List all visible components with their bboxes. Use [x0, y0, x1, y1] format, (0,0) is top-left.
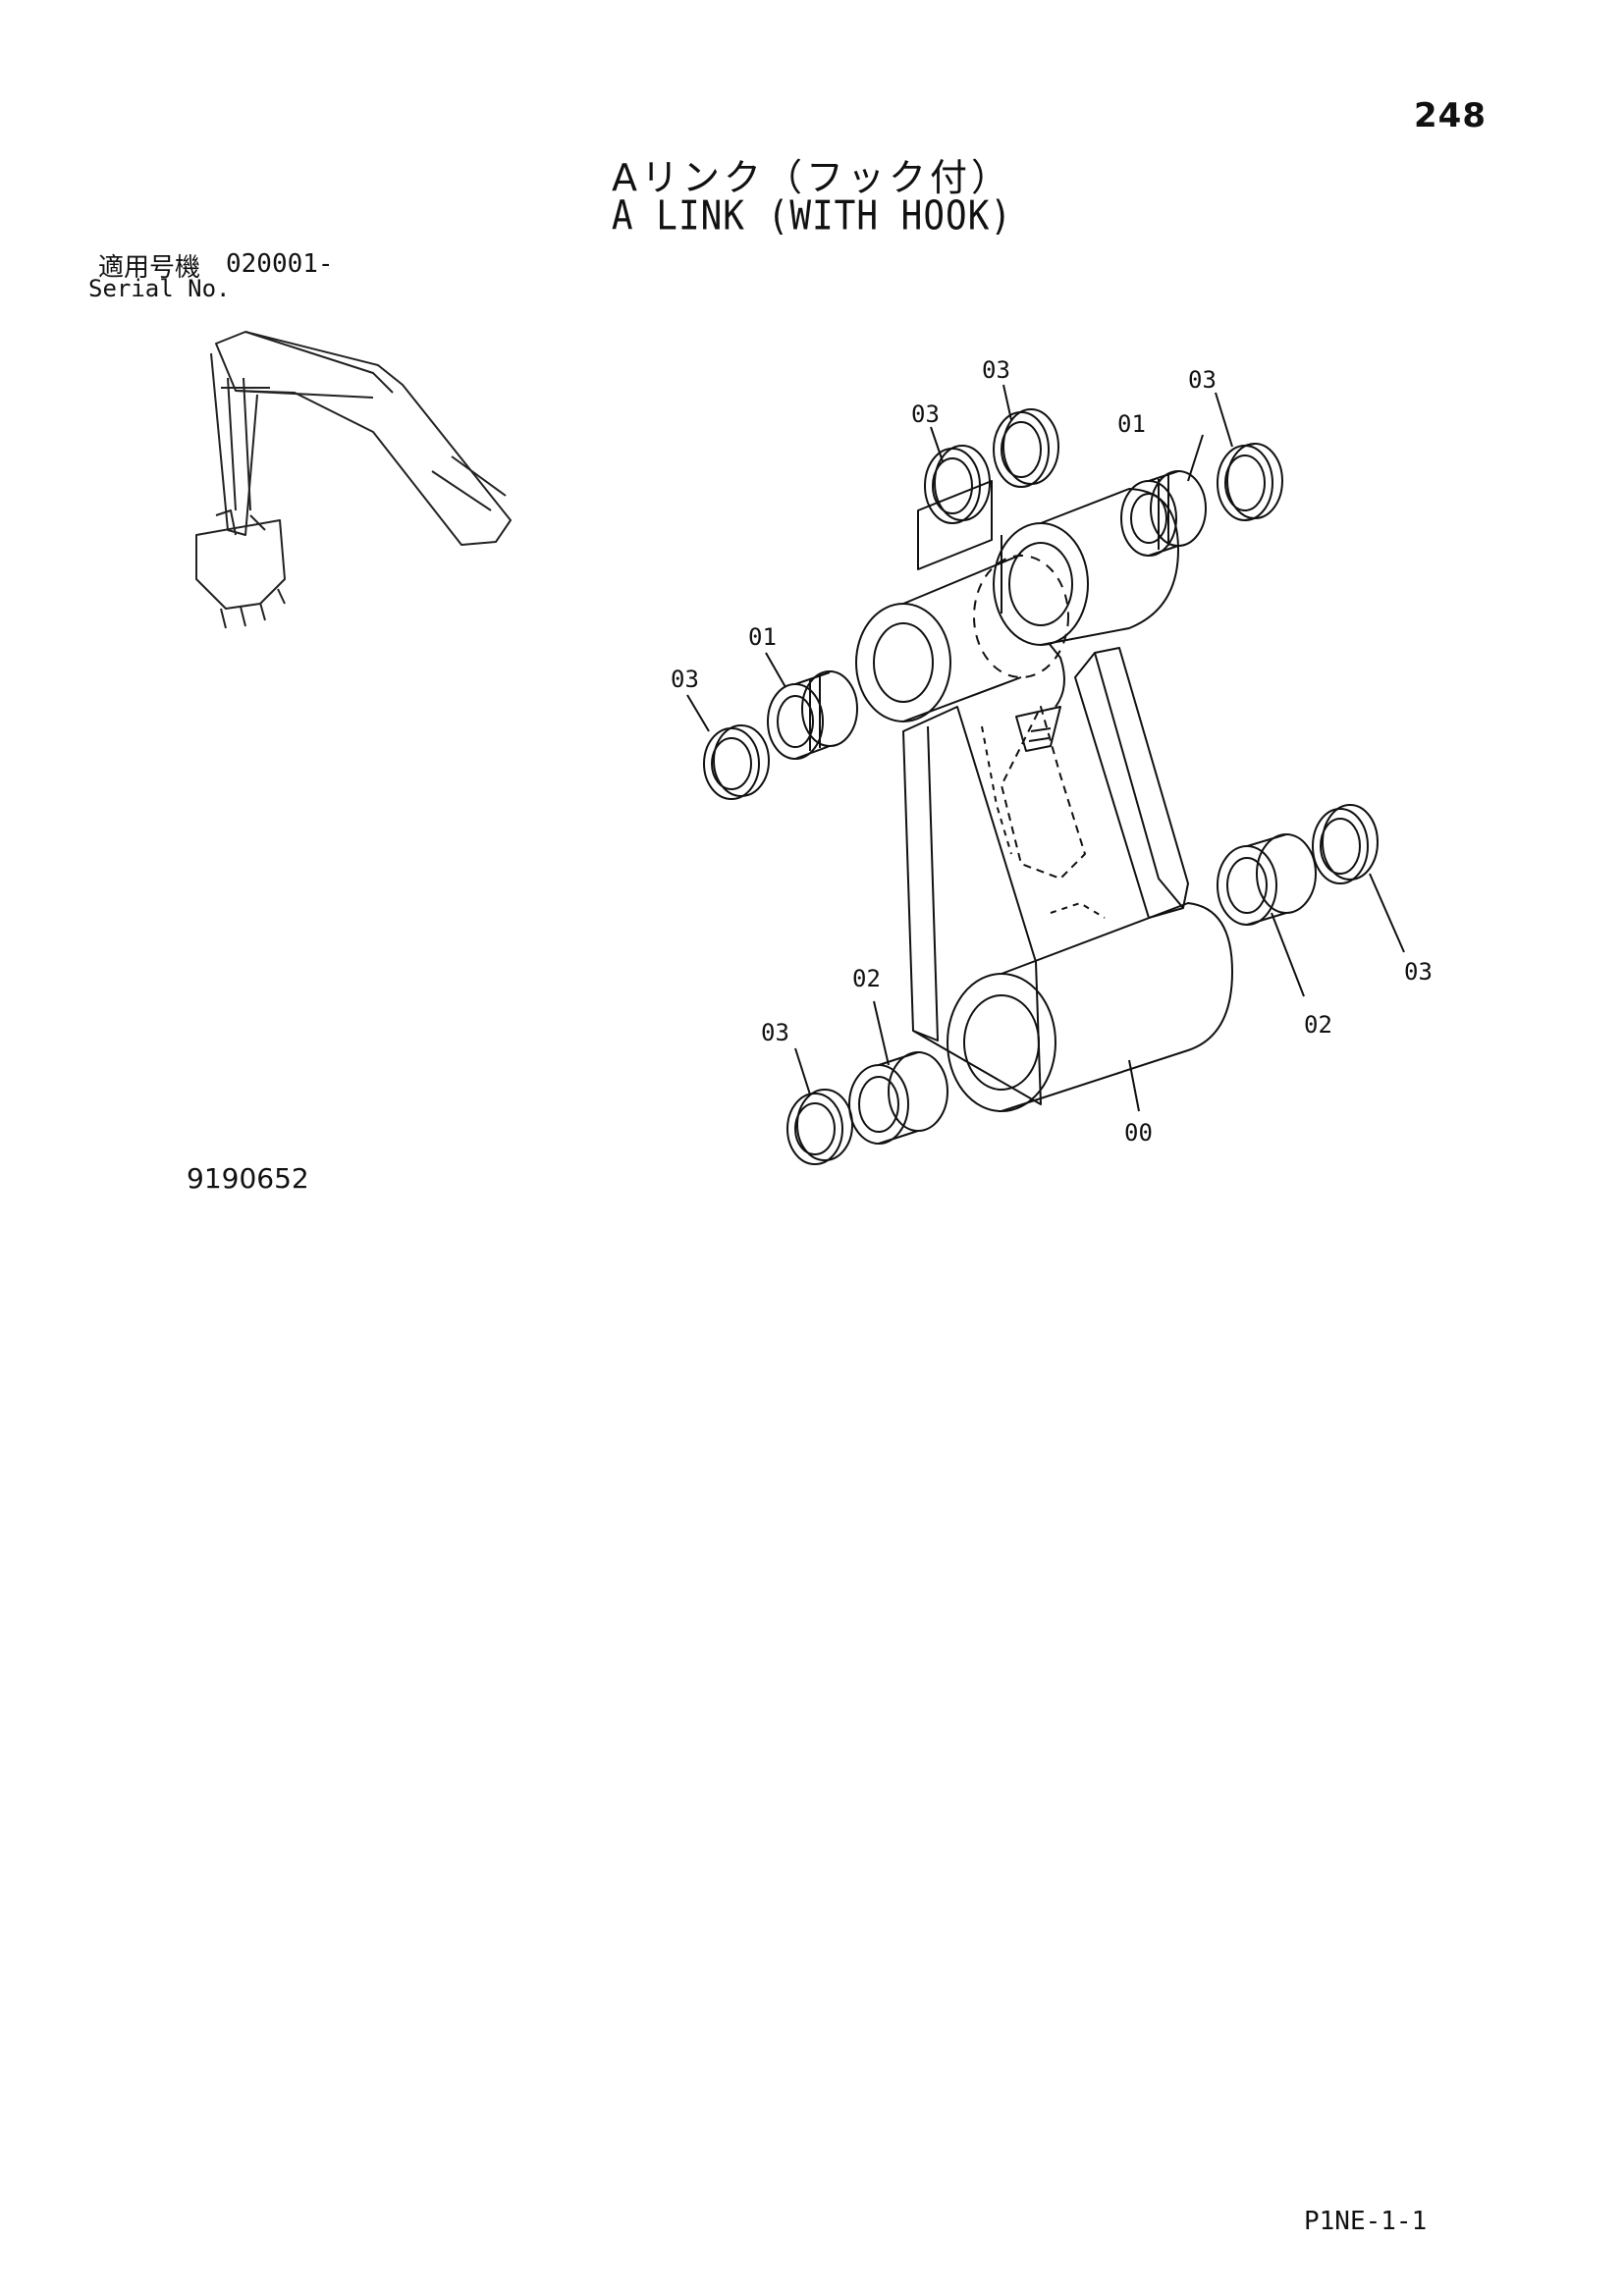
callout-02-bottom: 02	[852, 965, 881, 992]
callout-03-bottom: 03	[761, 1019, 789, 1046]
callout-03-right: 03	[1404, 958, 1433, 986]
callout-03-top-center: 03	[982, 356, 1010, 384]
boss-top-left-end	[855, 603, 951, 722]
callout-03-top-right: 03	[1188, 366, 1217, 394]
serial-label-english: Serial No.	[88, 275, 231, 302]
callout-03-top-left: 03	[911, 400, 940, 428]
figure-number: 9190652	[187, 1162, 309, 1195]
callout-02-right: 02	[1304, 1011, 1332, 1039]
link-plate-left	[902, 706, 1042, 1105]
page-number: 248	[1414, 96, 1487, 135]
title-japanese: Aリンク（フック付）	[612, 156, 1012, 199]
callout-01-left: 01	[748, 623, 777, 651]
serial-label-japanese: 適用号機	[98, 253, 201, 283]
title-english: A LINK (WITH HOOK)	[611, 192, 1013, 240]
callout-00: 00	[1124, 1119, 1153, 1147]
serial-value: 020001-	[226, 249, 334, 279]
boss-top-right-end	[993, 522, 1089, 646]
page-code: P1NE-1-1	[1304, 2207, 1428, 2236]
callout-01-top: 01	[1117, 410, 1146, 438]
callout-03-left: 03	[671, 666, 699, 693]
